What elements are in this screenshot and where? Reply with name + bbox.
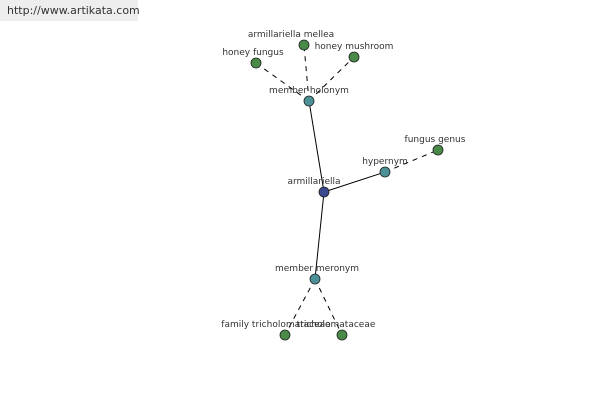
edge-armillariella-to-member-meronym (314, 191, 325, 280)
node-label-honey-fungus: honey fungus (222, 48, 284, 58)
node-label-armillariella: armillariella (287, 177, 340, 187)
node-family-tricholomataceae[interactable]: family tricholomataceae (221, 320, 331, 341)
node-fungus-genus[interactable]: fungus genus (405, 135, 466, 156)
node-armillariella-mellea[interactable]: armillariella mellea (248, 30, 334, 51)
node-layer: armillariella member holonym hypernym membe… (221, 30, 466, 341)
node-armillariella[interactable]: armillariella (287, 177, 341, 198)
node-marker-armillariella[interactable] (318, 186, 330, 198)
edge-member-holonym-to-honey-fungus (255, 62, 310, 102)
node-marker-member-meronym[interactable] (309, 273, 321, 285)
node-hypernym[interactable]: hypernym (362, 157, 408, 178)
node-marker-family-tricholomataceae[interactable] (279, 329, 291, 341)
edge-member-meronym-to-family-tricholomataceae (284, 278, 316, 336)
node-marker-armillariella-mellea[interactable] (298, 39, 310, 51)
node-marker-fungus-genus[interactable] (432, 144, 444, 156)
node-label-family-tricholomataceae: family tricholomataceae (221, 320, 331, 330)
node-member-holonym[interactable]: member holonym (269, 86, 349, 107)
node-honey-mushroom[interactable]: honey mushroom (315, 42, 394, 63)
node-marker-tricholomataceae[interactable] (336, 329, 348, 341)
node-label-tricholomataceae: tricholomataceae (297, 320, 376, 330)
node-marker-member-holonym[interactable] (303, 95, 315, 107)
node-label-member-meronym: member meronym (275, 264, 359, 274)
node-tricholomataceae[interactable]: tricholomataceae (297, 320, 376, 341)
edge-armillariella-to-hypernym (323, 171, 386, 193)
edge-member-meronym-to-tricholomataceae (314, 278, 343, 336)
node-marker-honey-mushroom[interactable] (348, 51, 360, 63)
node-marker-honey-fungus[interactable] (250, 57, 262, 69)
node-marker-hypernym[interactable] (379, 166, 391, 178)
node-label-fungus-genus: fungus genus (405, 135, 466, 145)
node-label-hypernym: hypernym (362, 157, 408, 167)
edge-member-holonym-to-honey-mushroom (308, 56, 355, 102)
node-member-meronym[interactable]: member meronym (275, 264, 359, 285)
node-label-honey-mushroom: honey mushroom (315, 42, 394, 52)
node-label-armillariella-mellea: armillariella mellea (248, 30, 334, 40)
node-honey-fungus[interactable]: honey fungus (222, 48, 284, 69)
node-label-member-holonym: member holonym (269, 86, 349, 96)
edge-layer (255, 44, 439, 336)
edge-armillariella-to-member-holonym (308, 100, 325, 193)
source-url-link[interactable]: http://www.artikata.com (0, 0, 140, 21)
